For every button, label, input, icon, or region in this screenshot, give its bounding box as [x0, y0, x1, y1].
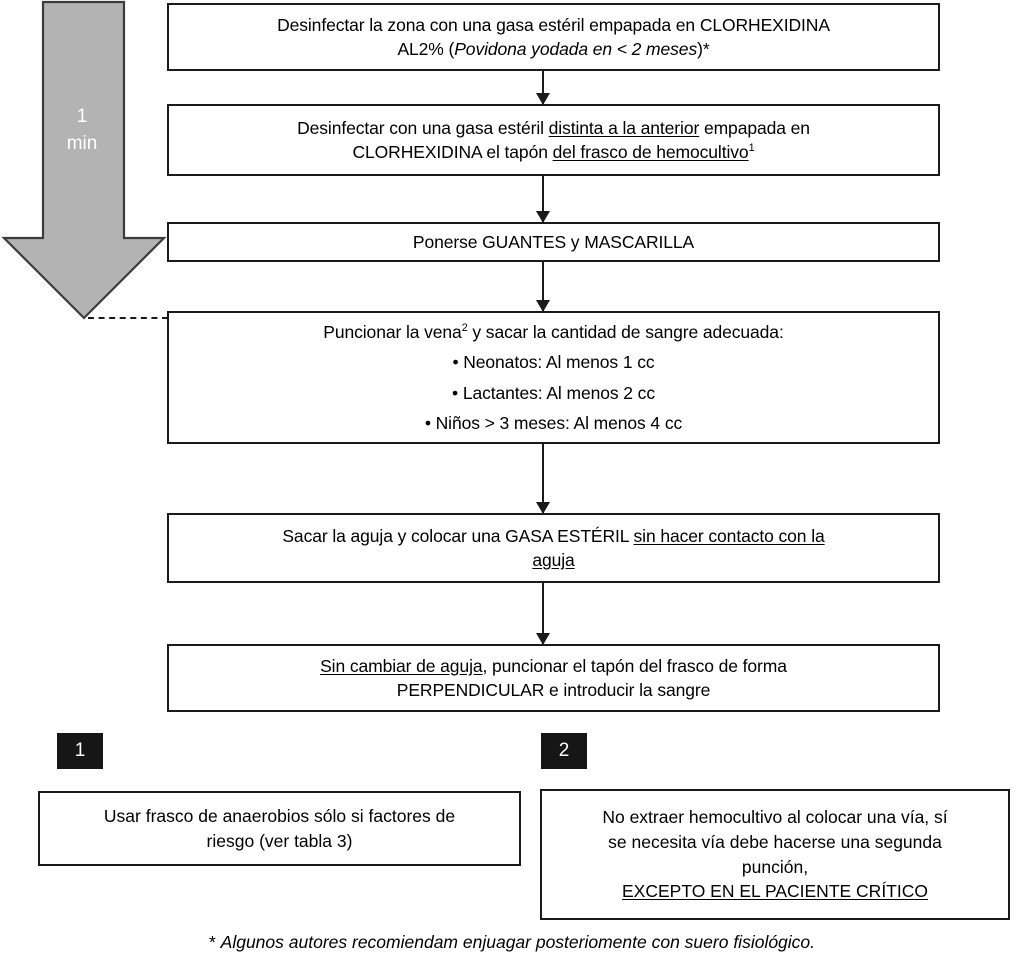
- step-box-3[interactable]: Ponerse GUANTES y MASCARILLA: [167, 222, 940, 262]
- step-2-footnote-ref: 1: [748, 142, 755, 155]
- note-box-2[interactable]: No extraer hemocultivo al colocar una ví…: [540, 789, 1010, 920]
- step-2-line-1: Desinfectar con una gasa estéril distint…: [179, 116, 928, 140]
- note-badge-2: 2: [541, 733, 587, 769]
- step-1-line-1: Desinfectar la zona con una gasa estéril…: [277, 14, 830, 35]
- step-1-line-2-prefix: AL2% (: [397, 39, 455, 59]
- step-2-line-2: CLORHEXIDINA el tapón del frasco de hemo…: [179, 140, 928, 164]
- note-1-line-2: riesgo (ver tabla 3): [206, 830, 353, 851]
- note-badge-1: 1: [57, 733, 103, 769]
- step-5-line-1-emphasis: sin hacer contacto con la: [633, 525, 825, 546]
- note-2-line-1: No extraer hemocultivo al colocar una ví…: [602, 806, 948, 827]
- step-2-line-1-prefix: Desinfectar con una gasa estéril: [297, 117, 549, 138]
- step-6-line-1: Sin cambiar de aguja, puncionar el tapón…: [179, 654, 928, 678]
- step-box-4[interactable]: Puncionar la vena2 y sacar la cantidad d…: [167, 311, 940, 444]
- step-5-line-1: Sacar la aguja y colocar una GASA ESTÉRI…: [179, 524, 928, 548]
- step-box-2[interactable]: Desinfectar con una gasa estéril distint…: [167, 104, 940, 176]
- step-5-line-1-prefix: Sacar la aguja y colocar una GASA ESTÉRI…: [282, 525, 634, 546]
- step-2-line-1-emphasis: distinta a la anterior: [548, 117, 700, 138]
- step-box-5[interactable]: Sacar la aguja y colocar una GASA ESTÉRI…: [167, 513, 940, 583]
- step-4-lead-suffix: y sacar la cantidad de sangre adecuada:: [467, 322, 784, 343]
- note-2-line-4-emphasis: EXCEPTO EN EL PACIENTE CRÍTICO: [622, 881, 928, 902]
- dashed-connector-arrow-to-step4: [88, 317, 168, 319]
- note-box-1[interactable]: Usar frasco de anaerobios sólo si factor…: [38, 791, 521, 866]
- timing-arrow-shape: [1, 0, 167, 320]
- footnote-star: *: [208, 932, 221, 952]
- step-1-line-2: AL2% (Povidona yodada en < 2 meses)*: [179, 37, 928, 61]
- step-2-line-2-emphasis: del frasco de hemocultivo: [552, 142, 749, 162]
- step-4-lead-prefix: Puncionar la vena: [323, 322, 462, 343]
- step-6-line-1-suffix: , puncionar el tapón del frasco de forma: [482, 655, 787, 676]
- step-4-bullet-list: Neonatos: Al menos 1 cc Lactantes: Al me…: [179, 350, 928, 434]
- connector-1-to-2: [542, 71, 544, 104]
- step-4-footnote-ref: 2: [461, 322, 468, 335]
- connector-3-to-4: [542, 262, 544, 311]
- note-1-line-1: Usar frasco de anaerobios sólo si factor…: [103, 805, 456, 826]
- footnote: * Algunos autores recomiendam enjuagar p…: [0, 932, 1024, 953]
- step-4-bullet-ninos: Niños > 3 meses: Al menos 4 cc: [179, 411, 928, 435]
- step-3-text: Ponerse GUANTES y MASCARILLA: [412, 231, 695, 252]
- connector-2-to-3: [542, 176, 544, 222]
- footnote-text: Algunos autores recomiendam enjuagar pos…: [220, 932, 816, 952]
- step-1-line-2-suffix: )*: [697, 39, 710, 59]
- step-6-line-2: PERPENDICULAR e introducir la sangre: [396, 680, 711, 700]
- step-6-line-1-emphasis: Sin cambiar de aguja: [320, 655, 483, 676]
- note-2-line-2: se necesita vía debe hacerse una segunda: [608, 831, 942, 852]
- note-2-line-4: EXCEPTO EN EL PACIENTE CRÍTICO: [602, 879, 947, 904]
- connector-4-to-5: [542, 444, 544, 513]
- step-5-line-2: aguja: [179, 548, 928, 572]
- step-box-1[interactable]: Desinfectar la zona con una gasa estéril…: [167, 3, 940, 71]
- step-4-lead: Puncionar la vena2 y sacar la cantidad d…: [179, 320, 928, 344]
- connector-5-to-6: [542, 583, 544, 644]
- step-5-line-2-emphasis: aguja: [532, 550, 575, 570]
- step-2-line-1-suffix: empapada en: [699, 117, 810, 138]
- step-1-line-2-italic: Povidona yodada en < 2 meses: [454, 39, 698, 59]
- note-2-line-3: punción,: [741, 856, 809, 877]
- step-2-line-2-prefix: CLORHEXIDINA el tapón: [352, 142, 553, 162]
- step-4-bullet-lactantes: Lactantes: Al menos 2 cc: [179, 381, 928, 405]
- step-4-bullet-neonatos: Neonatos: Al menos 1 cc: [179, 350, 928, 374]
- step-box-6[interactable]: Sin cambiar de aguja, puncionar el tapón…: [167, 644, 940, 712]
